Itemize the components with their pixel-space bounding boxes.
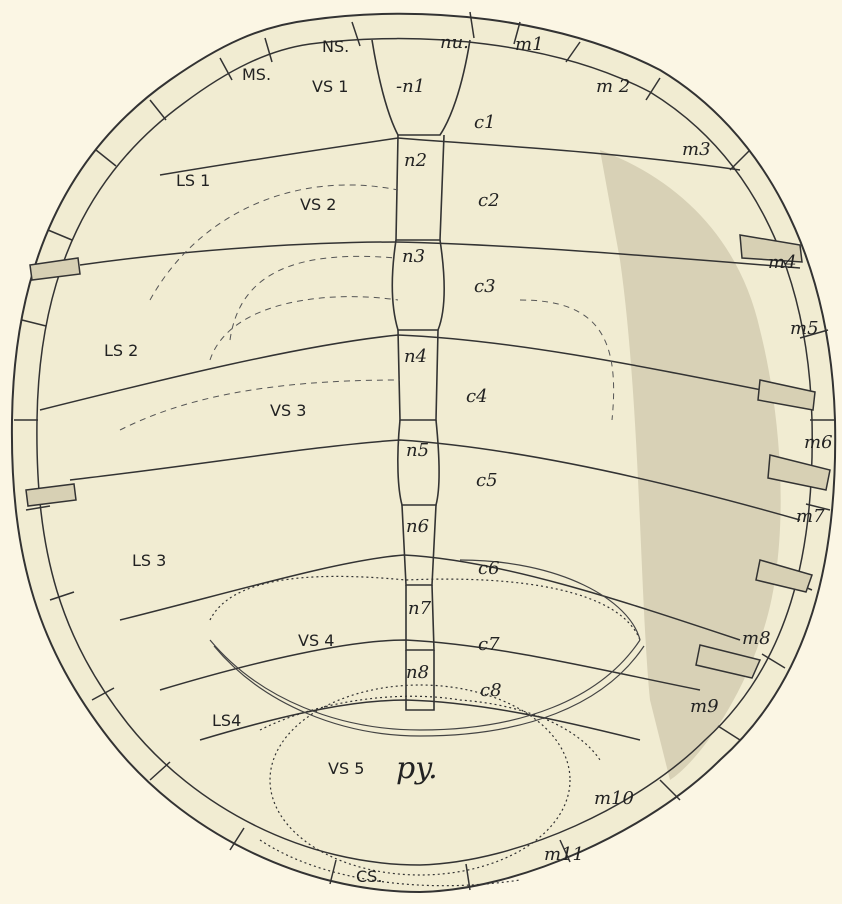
label-n6: n6 xyxy=(406,516,429,537)
label-m2: m 2 xyxy=(596,76,630,97)
label-m9: m9 xyxy=(690,696,719,717)
label-ls3: LS 3 xyxy=(132,551,166,570)
label-c4: c4 xyxy=(466,386,488,407)
label-m5: m5 xyxy=(790,318,819,339)
label-n7: n7 xyxy=(408,598,432,619)
label-m1: m1 xyxy=(515,34,544,55)
label-nu: nu. xyxy=(440,32,469,53)
label-m4: m4 xyxy=(768,252,797,273)
label-c5: c5 xyxy=(476,470,498,491)
label-n3: n3 xyxy=(402,246,425,267)
label-n5: n5 xyxy=(406,440,429,461)
label-m3: m3 xyxy=(682,139,711,160)
label-vs5: VS 5 xyxy=(328,759,364,778)
label-c1: c1 xyxy=(474,112,496,133)
label-vs1: VS 1 xyxy=(312,77,348,96)
label-ls2: LS 2 xyxy=(104,341,138,360)
label-c2: c2 xyxy=(478,190,500,211)
label-m8: m8 xyxy=(742,628,771,649)
label-m7: m7 xyxy=(796,506,825,527)
label-m11: m11 xyxy=(544,844,584,865)
label-m10: m10 xyxy=(594,788,634,809)
label-c8: c8 xyxy=(480,680,502,701)
label-n8: n8 xyxy=(406,662,429,683)
label-m6: m6 xyxy=(804,432,833,453)
label-c6: c6 xyxy=(478,558,500,579)
label-ns: NS. xyxy=(322,37,349,56)
label-ls4: LS4 xyxy=(212,711,241,730)
label-py: py. xyxy=(396,751,438,786)
label-n2: n2 xyxy=(404,150,427,171)
label-c7: c7 xyxy=(478,634,500,655)
label-cs: CS. xyxy=(356,867,382,886)
label-c3: c3 xyxy=(474,276,496,297)
label-ms: MS. xyxy=(242,65,271,84)
label-n4: n4 xyxy=(404,346,427,367)
label-n1: -n1 xyxy=(396,76,425,97)
label-vs4: VS 4 xyxy=(298,631,334,650)
label-vs3: VS 3 xyxy=(270,401,306,420)
label-vs2: VS 2 xyxy=(300,195,336,214)
label-ls1: LS 1 xyxy=(176,171,210,190)
